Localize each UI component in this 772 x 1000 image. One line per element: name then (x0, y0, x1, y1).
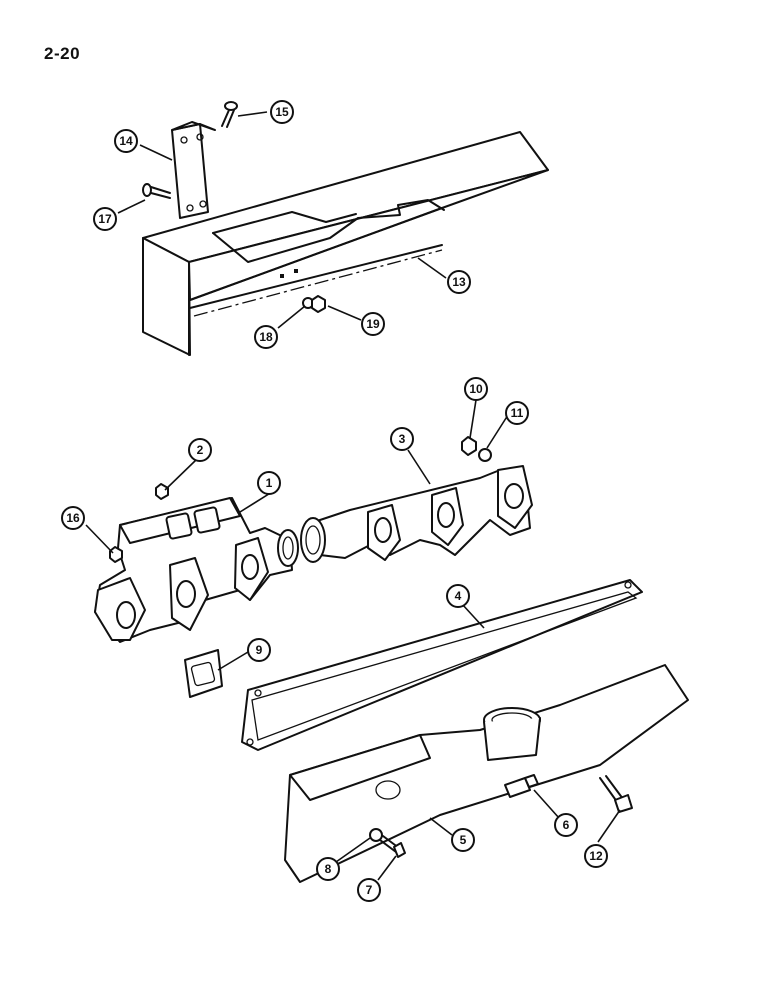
callout-11: 11 (505, 401, 529, 425)
washer (478, 448, 492, 462)
bolt (379, 835, 406, 858)
washer (369, 828, 383, 842)
nut (155, 483, 169, 500)
callout-label: 17 (98, 212, 112, 226)
callout-6: 6 (554, 813, 578, 837)
shield-hole (280, 274, 284, 278)
callout-label: 2 (197, 443, 204, 457)
callout-label: 4 (455, 589, 462, 603)
callout-14: 14 (114, 129, 138, 153)
leader-lines (85, 111, 621, 881)
callout-label: 11 (511, 406, 524, 420)
callout-5: 5 (451, 828, 475, 852)
callout-12: 12 (584, 844, 608, 868)
callout-7: 7 (357, 878, 381, 902)
stud (599, 775, 633, 813)
page-number: 2-20 (44, 44, 81, 63)
callout-label: 15 (275, 105, 289, 119)
callout-18: 18 (254, 325, 278, 349)
callout-3: 3 (390, 427, 414, 451)
callout-15: 15 (270, 100, 294, 124)
nut (109, 546, 123, 563)
rear-exhaust-manifold (300, 465, 533, 563)
callout-8: 8 (316, 857, 340, 881)
callout-1: 1 (257, 471, 281, 495)
callout-label: 12 (589, 849, 603, 863)
manifold-gasket (241, 579, 643, 751)
callout-label: 18 (259, 330, 273, 344)
callout-label: 5 (460, 833, 467, 847)
callout-2: 2 (188, 438, 212, 462)
nut (461, 436, 477, 456)
callout-label: 13 (452, 275, 466, 289)
front-exhaust-manifold (94, 497, 299, 643)
shield-hole (294, 269, 298, 273)
nut (311, 295, 326, 313)
callout-label: 10 (469, 382, 483, 396)
callout-17: 17 (93, 207, 117, 231)
callout-9: 9 (247, 638, 271, 662)
callout-label: 7 (366, 883, 373, 897)
callout-label: 9 (256, 643, 263, 657)
callout-19: 19 (361, 312, 385, 336)
callout-label: 16 (66, 511, 80, 525)
callout-label: 6 (563, 818, 570, 832)
bracket (171, 121, 216, 219)
callout-4: 4 (446, 584, 470, 608)
callout-label: 3 (399, 432, 406, 446)
callout-label: 14 (119, 134, 133, 148)
bolt (142, 183, 171, 199)
callout-13: 13 (447, 270, 471, 294)
callout-label: 1 (266, 476, 273, 490)
callout-label: 19 (366, 317, 380, 331)
gasket (184, 649, 223, 698)
heat-shield (142, 131, 549, 356)
callout-label: 8 (325, 862, 332, 876)
intake-manifold (284, 664, 689, 883)
callout-10: 10 (464, 377, 488, 401)
bolt (221, 101, 238, 128)
plug (524, 774, 539, 788)
callout-16: 16 (61, 506, 85, 530)
